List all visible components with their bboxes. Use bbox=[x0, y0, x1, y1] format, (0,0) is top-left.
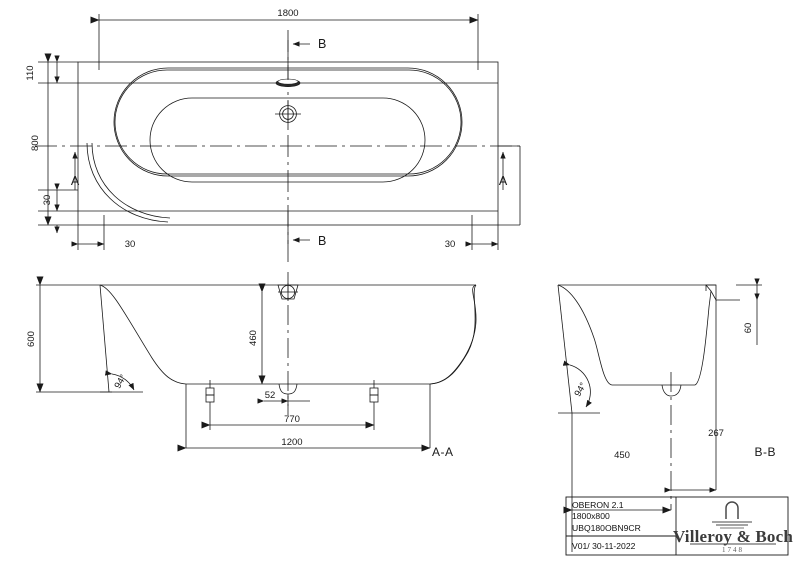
aa-foot-left bbox=[205, 379, 215, 413]
dim-label-rim-top: 110 bbox=[25, 65, 36, 80]
top-view-corner-fillet-2 bbox=[91, 142, 171, 219]
section-label-b-bottom: B bbox=[318, 234, 326, 248]
dim-label-rim-left: 30 bbox=[125, 239, 136, 250]
dim-label-feet-spacing: 770 bbox=[284, 414, 300, 425]
dim-wall-angle-aa bbox=[100, 370, 143, 393]
dim-label-rim-height: 60 bbox=[743, 323, 754, 334]
dim-overall-length bbox=[90, 14, 479, 70]
title-block bbox=[565, 496, 789, 556]
title-block-article-code: UBQ180OBN9CR bbox=[572, 523, 641, 533]
dim-rim-height bbox=[736, 278, 762, 345]
top-view-inner-oval bbox=[149, 97, 426, 183]
aa-overflow-fitting bbox=[277, 283, 299, 301]
dim-rim-right bbox=[465, 215, 499, 250]
dim-label-base-left: 450 bbox=[614, 450, 630, 461]
dim-rim-top bbox=[38, 55, 78, 84]
dim-label-wall-angle-aa: 94° bbox=[112, 373, 129, 391]
section-label-a-left: A bbox=[71, 174, 80, 188]
dim-label-overall-width: 800 bbox=[30, 135, 41, 151]
brand-year: 1748 bbox=[722, 546, 744, 554]
bb-right-inner-wall bbox=[694, 290, 712, 386]
section-mark-a-right bbox=[498, 145, 521, 226]
dim-label-base-width: 1200 bbox=[281, 437, 302, 448]
title-block-product-name: OBERON 2.1 bbox=[572, 500, 624, 510]
title-block-size: 1800x800 bbox=[572, 511, 610, 521]
dim-feet-spacing bbox=[201, 412, 375, 430]
dim-label-rim-bottom: 30 bbox=[42, 195, 53, 206]
top-view-outer-oval-shape bbox=[113, 67, 463, 177]
dim-rim-left bbox=[71, 215, 105, 250]
section-label-a-right: A bbox=[499, 174, 508, 188]
aa-foot-right bbox=[369, 379, 379, 413]
view-label-b-b: B-B bbox=[754, 445, 776, 459]
brand-name: Villeroy & Boch bbox=[673, 527, 793, 546]
section-mark-b-bottom bbox=[287, 211, 310, 244]
dim-label-overall-length: 1800 bbox=[277, 8, 298, 19]
dim-label-wall-angle-bb: 94° bbox=[572, 381, 589, 399]
top-view bbox=[35, 14, 525, 262]
dim-label-base-right: 267 bbox=[708, 428, 724, 439]
villeroy-boch-logo-mark bbox=[712, 501, 752, 529]
bb-left-outer-wall bbox=[557, 284, 573, 414]
title-block-revision: V01/ 30-11-2022 bbox=[572, 541, 636, 551]
aa-left-outer-wall bbox=[99, 284, 110, 393]
section-mark-b-top bbox=[287, 40, 310, 80]
section-a-a bbox=[36, 272, 477, 452]
section-label-b-top: B bbox=[318, 37, 326, 51]
aa-left-inner-wall bbox=[99, 284, 187, 385]
top-view-outer-oval bbox=[114, 69, 462, 175]
overflow-fitting bbox=[275, 78, 301, 87]
dim-label-total-height: 600 bbox=[26, 331, 37, 347]
dim-rim-bottom bbox=[38, 183, 78, 234]
section-b-b bbox=[557, 278, 762, 552]
aa-right-inner-wall-2 bbox=[429, 284, 477, 385]
drain-outlet bbox=[275, 101, 301, 127]
dim-total-height bbox=[36, 276, 112, 393]
view-label-a-a: A-A bbox=[432, 445, 454, 459]
aa-right-inner-wall bbox=[429, 284, 477, 385]
dim-label-drain-offset: 52 bbox=[265, 390, 276, 401]
bb-left-inner-wall bbox=[557, 284, 613, 386]
dim-wall-angle-bb bbox=[562, 360, 592, 408]
bb-drain-cup bbox=[661, 384, 682, 397]
dim-label-water-depth: 460 bbox=[248, 330, 259, 346]
dim-label-rim-right: 30 bbox=[445, 239, 456, 250]
dim-drain-offset bbox=[257, 394, 310, 406]
top-view-corner-fillet-1 bbox=[86, 142, 169, 223]
